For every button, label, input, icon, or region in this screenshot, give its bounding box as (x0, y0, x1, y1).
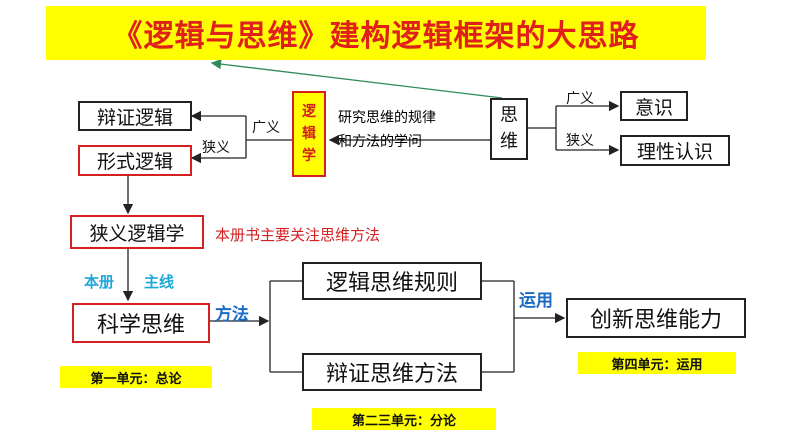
logic-char-2: 辑 (302, 126, 316, 142)
unit23-tag: 第二三单元：分论 (312, 408, 496, 430)
dialectical-logic-box: 辩证逻辑 (78, 101, 192, 131)
formal-logic-box: 形式逻辑 (78, 145, 192, 176)
narrow-logic-box: 狭义逻辑学 (70, 215, 204, 249)
dialectical-methods-box: 辩证思维方法 (302, 353, 482, 391)
logic-definition: 研究思维的规律 和方法的学问 (338, 106, 436, 154)
logic-rules-box: 逻辑思维规则 (302, 262, 482, 300)
unit1-tag: 第一单元：总论 (60, 366, 212, 388)
definition-line-1: 研究思维的规律 (338, 110, 436, 126)
apply-label: 运用 (519, 291, 553, 311)
right-narrow-label: 狭义 (566, 133, 594, 149)
thinking-box: 思 维 (490, 98, 528, 160)
consciousness-box: 意识 (620, 91, 688, 121)
thinking-char-2: 维 (500, 131, 518, 152)
method-label: 方法 (215, 305, 249, 325)
green-arrow (210, 58, 503, 99)
main-line-part1: 本册 (84, 273, 115, 291)
right-broad-label: 广义 (566, 91, 594, 107)
logic-char-3: 学 (302, 148, 316, 164)
left-narrow-label: 狭义 (202, 140, 230, 156)
logic-char-1: 逻 (302, 104, 316, 120)
rational-cognition-box: 理性认识 (620, 135, 730, 166)
unit4-tag: 第四单元：运用 (578, 352, 736, 374)
main-line-part2: 主线 (144, 273, 175, 291)
thinking-char-1: 思 (500, 105, 518, 126)
book-focus-note: 本册书主要关注思维方法 (215, 226, 381, 244)
scientific-thinking-box: 科学思维 (72, 303, 210, 343)
left-broad-label: 广义 (252, 120, 280, 136)
innovation-ability-box: 创新思维能力 (566, 298, 746, 338)
page-title: 《逻辑与思维》建构逻辑框架的大思路 (46, 6, 706, 60)
logic-science-box: 逻 辑 学 (292, 91, 326, 177)
definition-line-2: 和方法的学问 (338, 134, 422, 150)
